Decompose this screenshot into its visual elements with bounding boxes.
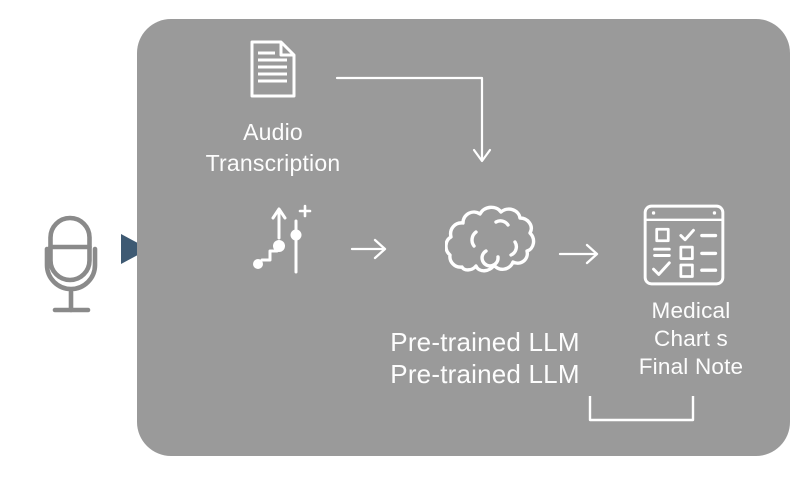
right-arrow-icon — [558, 243, 599, 265]
label-line: Pre-trained LLM — [390, 359, 580, 389]
brain-icon — [445, 205, 536, 273]
label-line: Transcription — [205, 150, 341, 176]
microphone-icon — [44, 215, 98, 313]
label-line: Medical — [651, 298, 731, 323]
label-line: Pre-trained LLM — [390, 327, 580, 357]
label-line: Chart s — [654, 326, 728, 351]
pretrained-llm-label: Pre-trained LLM Pre-trained LLM — [385, 326, 585, 390]
document-icon — [250, 40, 296, 98]
medical-chart-label: Medical Chart s Final Note — [626, 297, 756, 381]
right-arrow-icon — [350, 238, 387, 260]
label-line: Final Note — [638, 354, 744, 379]
elbow-arrow-connector — [335, 76, 492, 163]
bracket-connector — [588, 396, 695, 422]
medical-chart-icon — [643, 204, 725, 286]
label-line: Audio — [243, 119, 303, 145]
audio-transcription-label: Audio Transcription — [173, 117, 373, 179]
fine-tuning-icon — [253, 204, 312, 274]
